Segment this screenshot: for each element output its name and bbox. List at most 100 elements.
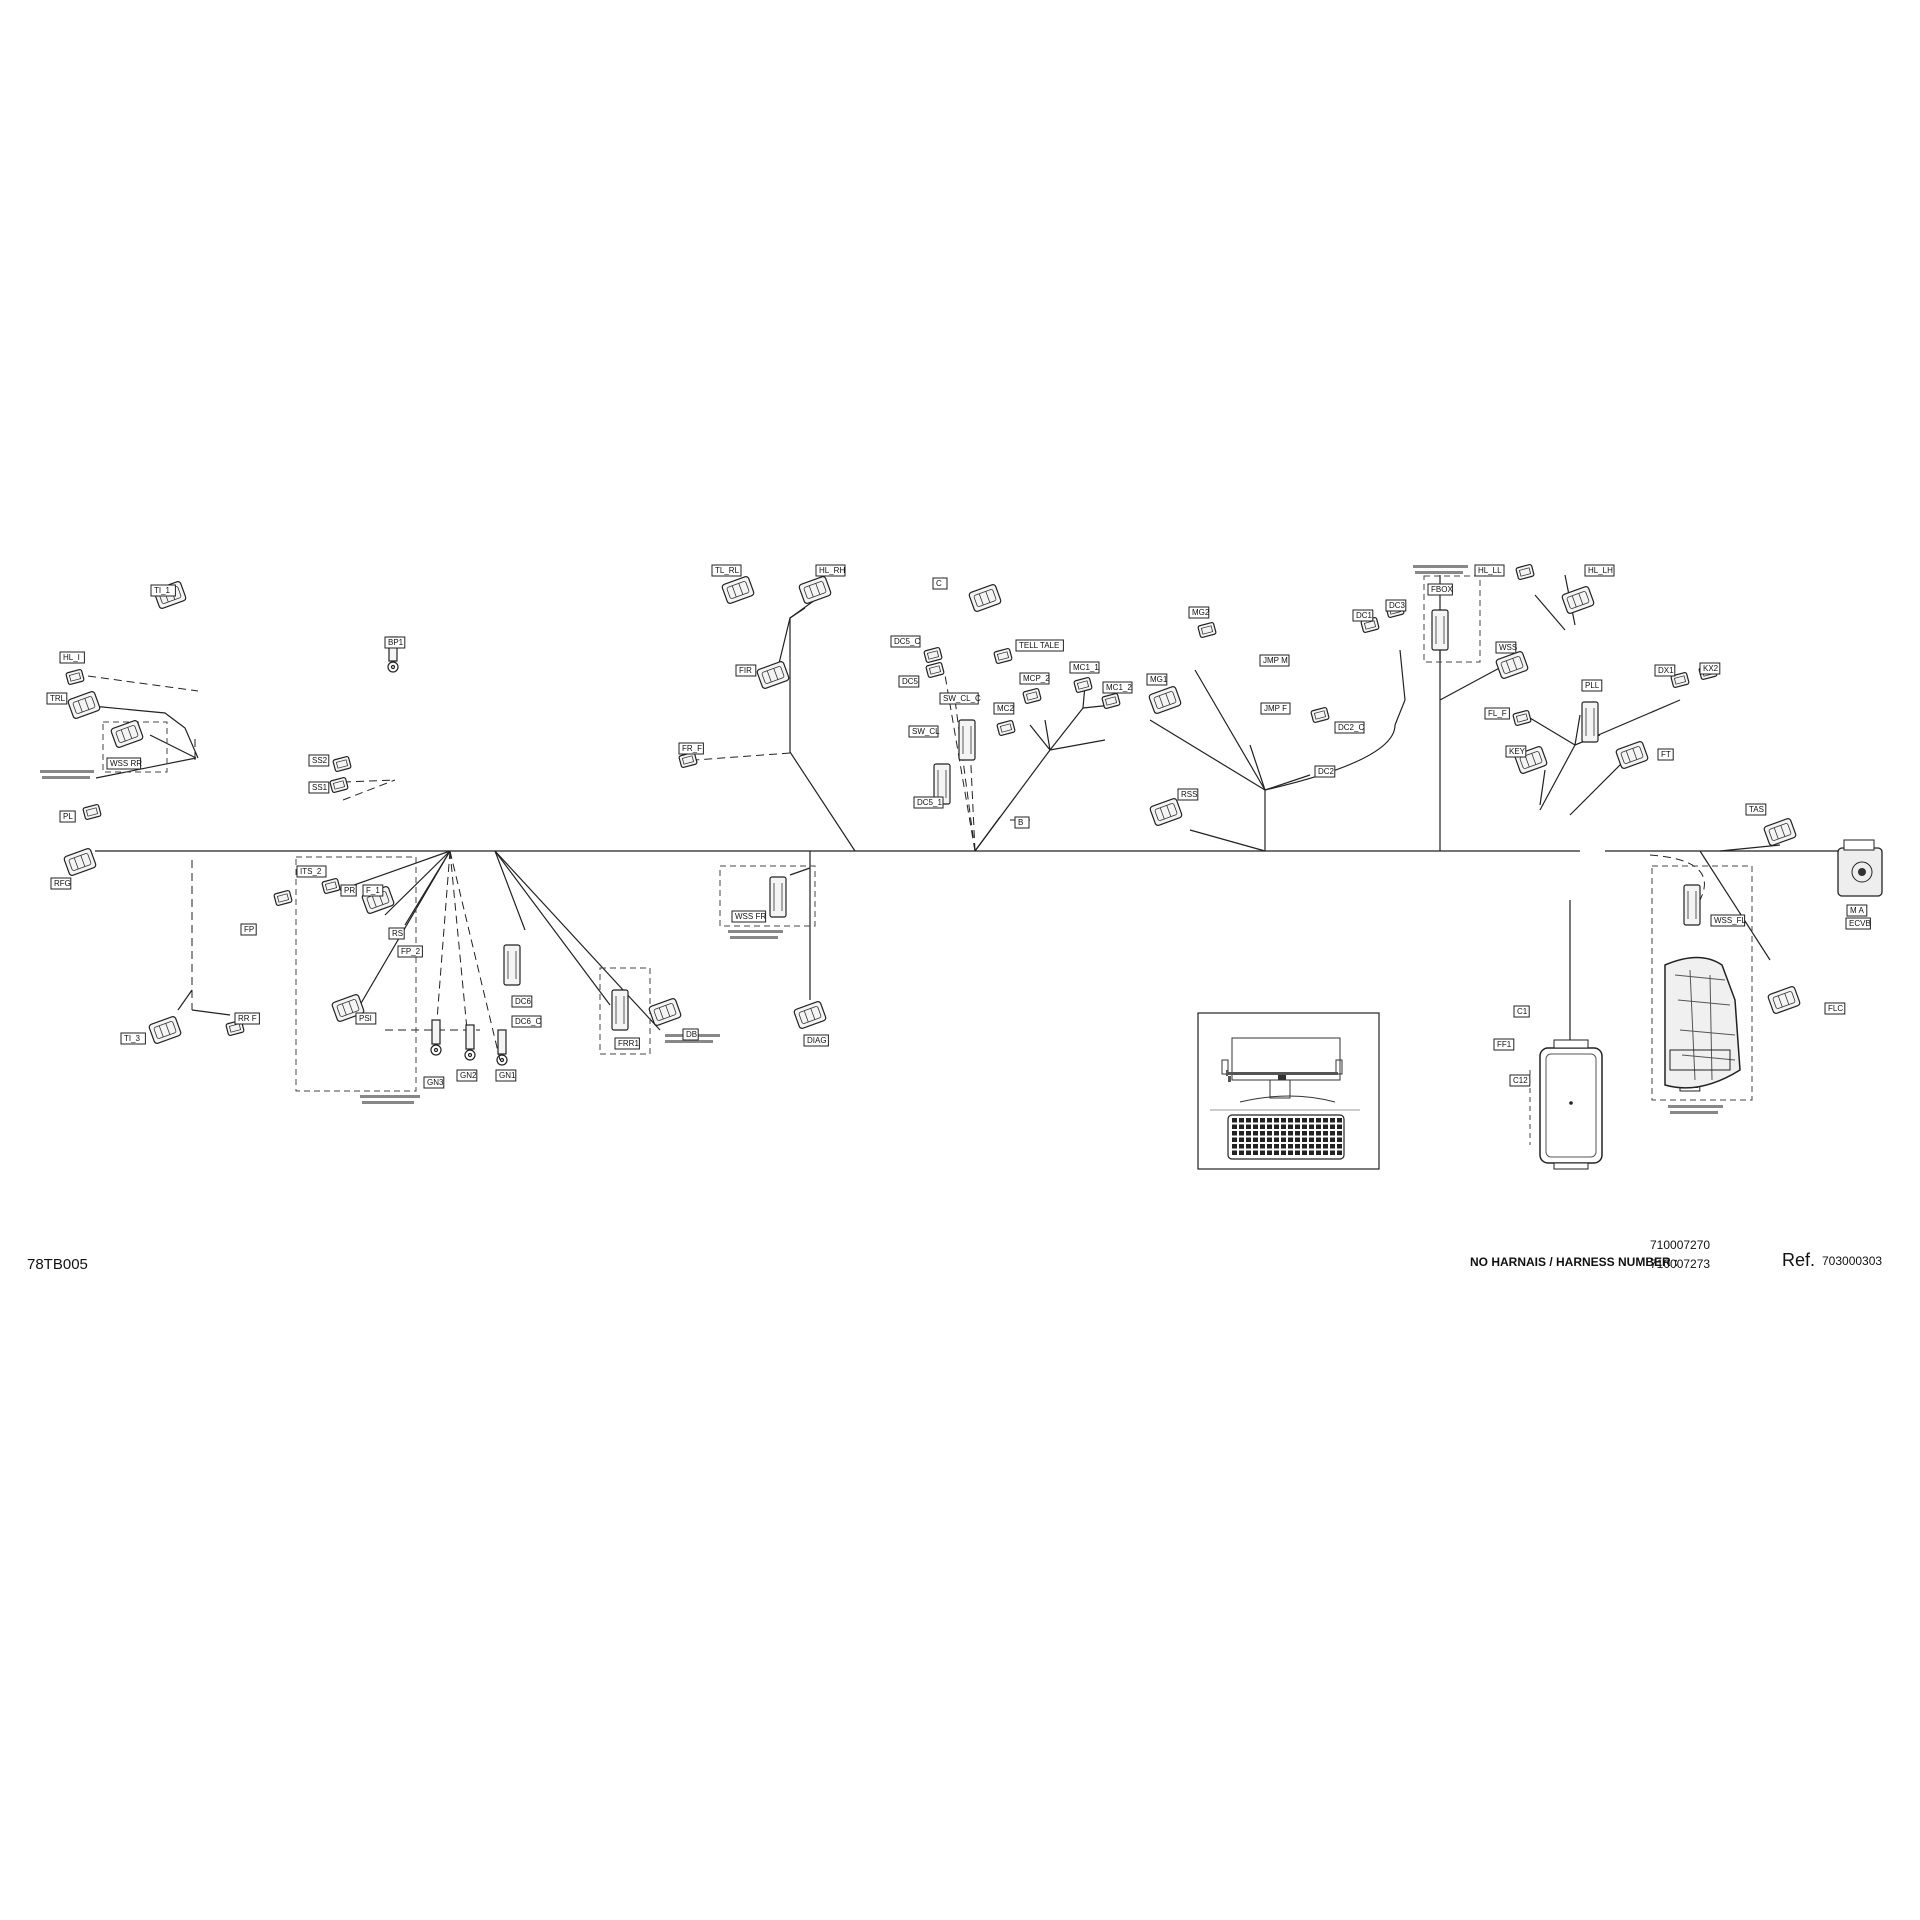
- c-connector-icon: [968, 584, 1002, 612]
- gn2-label-box: [456, 1069, 478, 1082]
- dc3-label: DC3: [1389, 601, 1406, 610]
- fp-label-box: [240, 923, 257, 936]
- ecm-pin: [1260, 1118, 1265, 1123]
- ecm-pin: [1330, 1131, 1335, 1136]
- gn3-label-box: [423, 1076, 445, 1089]
- ecm-pin: [1239, 1118, 1244, 1123]
- fp-label: FP: [244, 925, 254, 934]
- ecm-pin: [1309, 1137, 1314, 1142]
- jmp-m-label: JMP M: [1263, 656, 1288, 665]
- ecm-pin: [1253, 1131, 1258, 1136]
- ecm-pin: [1295, 1118, 1300, 1123]
- wss-fr-label-box: [731, 910, 767, 923]
- gn2-label: GN2: [460, 1071, 477, 1080]
- ecm-pin: [1260, 1124, 1265, 1129]
- gn1-ring-terminal-icon: [496, 1029, 508, 1066]
- mg1-connector-icon: [1148, 686, 1182, 714]
- c-label: C: [936, 579, 942, 588]
- pr-label: PR: [344, 886, 355, 895]
- ecm-pin: [1232, 1137, 1237, 1142]
- ref-number: 703000303: [1822, 1254, 1882, 1268]
- psi-label-box: [355, 1012, 377, 1025]
- db-label-box: [682, 1028, 699, 1041]
- ecm-pin: [1267, 1131, 1272, 1136]
- ecm-pin: [1309, 1118, 1314, 1123]
- ecm-pin: [1253, 1150, 1258, 1155]
- ecm-pin: [1302, 1131, 1307, 1136]
- wss-rr-connector-icon: [110, 720, 144, 748]
- f-1-label-box: [362, 884, 384, 897]
- ff1-module: [1529, 1039, 1603, 1170]
- kx2-label: KX2: [1703, 664, 1719, 673]
- ff1-label: FF1: [1497, 1040, 1512, 1049]
- ecm-pin: [1288, 1131, 1293, 1136]
- dc5-connector-icon: [925, 661, 945, 679]
- kx2-label-box: [1699, 662, 1721, 675]
- ecm-pin: [1323, 1137, 1328, 1142]
- tas-label: TAS: [1749, 805, 1764, 814]
- tl-rl-label: TL_RL: [715, 566, 740, 575]
- dc5-c-connector-icon: [923, 646, 943, 664]
- hl-lh-label: HL_LH: [1588, 566, 1613, 575]
- gn2-ring-terminal-icon: [464, 1024, 476, 1061]
- ecm-pin: [1295, 1131, 1300, 1136]
- rs-label: RS: [392, 929, 403, 938]
- ecm-pin: [1239, 1124, 1244, 1129]
- tl-rl-connector-icon: [721, 576, 755, 604]
- pl-label-box: [59, 810, 76, 823]
- c1-label-box: [1513, 1005, 1530, 1018]
- hl-ll-connector-icon: [1515, 563, 1535, 581]
- pl-connector-icon: [82, 803, 102, 821]
- ff1-label-box: [1493, 1038, 1515, 1051]
- ti-1-label: TI_1: [154, 586, 171, 595]
- its-2-label: ITS_2: [300, 867, 322, 876]
- ecm-pin: [1253, 1124, 1258, 1129]
- ecvb-label-box: [1845, 917, 1871, 930]
- ecm-pin: [1323, 1131, 1328, 1136]
- c1-label: C1: [1517, 1007, 1528, 1016]
- flc-label: FLC: [1828, 1004, 1843, 1013]
- fl-f-connector-icon: [1512, 709, 1532, 727]
- diag-label: DIAG: [807, 1036, 827, 1045]
- gn3-ring-terminal-icon: [430, 1019, 442, 1056]
- ecm-pin: [1295, 1124, 1300, 1129]
- wss-fr-connector-icon: [769, 876, 787, 918]
- ecm-pin: [1246, 1118, 1251, 1123]
- ft-connector-icon: [1615, 741, 1649, 769]
- dc2-label-box: [1314, 765, 1336, 778]
- dc5-c-label: DC5_C: [894, 637, 920, 646]
- ecm-pin: [1330, 1150, 1335, 1155]
- harness-number-1: 710007270: [1650, 1238, 1710, 1252]
- frr1-label: FRR1: [618, 1039, 639, 1048]
- rr-f-label: RR F: [238, 1014, 257, 1023]
- ecm-pin: [1246, 1144, 1251, 1149]
- jmp-f-label: JMP F: [1264, 704, 1287, 713]
- trl-connector-icon: [67, 691, 101, 719]
- fp-2-label: FP_2: [401, 947, 421, 956]
- gn1-label: GN1: [499, 1071, 516, 1080]
- mcp-2-label-box: [1019, 672, 1050, 685]
- left-hub-wires: [339, 850, 661, 1061]
- frr1-connector-icon: [611, 989, 629, 1031]
- ti-3-label: TI_3: [124, 1034, 141, 1043]
- mc1-2-label-box: [1102, 681, 1133, 694]
- ecm-pin: [1337, 1144, 1342, 1149]
- dc3-label-box: [1385, 599, 1407, 612]
- ecm-pin: [1246, 1131, 1251, 1136]
- ecm-pin: [1246, 1137, 1251, 1142]
- jmp-f-label-box: [1260, 702, 1291, 715]
- wss-label-box: [1495, 641, 1517, 654]
- dc1-label: DC1: [1356, 611, 1373, 620]
- ecm-pin: [1274, 1118, 1279, 1123]
- rss-label: RSS: [1181, 790, 1197, 799]
- ecm-pin: [1288, 1137, 1293, 1142]
- ecm-pin: [1330, 1144, 1335, 1149]
- ecm-pin: [1288, 1124, 1293, 1129]
- right-wires: [1439, 574, 1781, 1050]
- bp1-label-box: [384, 636, 406, 649]
- ecm-pin: [1253, 1144, 1258, 1149]
- abs-connector-icon: [1683, 884, 1701, 926]
- ecm-pin: [1246, 1150, 1251, 1155]
- ecm-pin: [1281, 1137, 1286, 1142]
- pll-connector-icon: [1581, 701, 1599, 743]
